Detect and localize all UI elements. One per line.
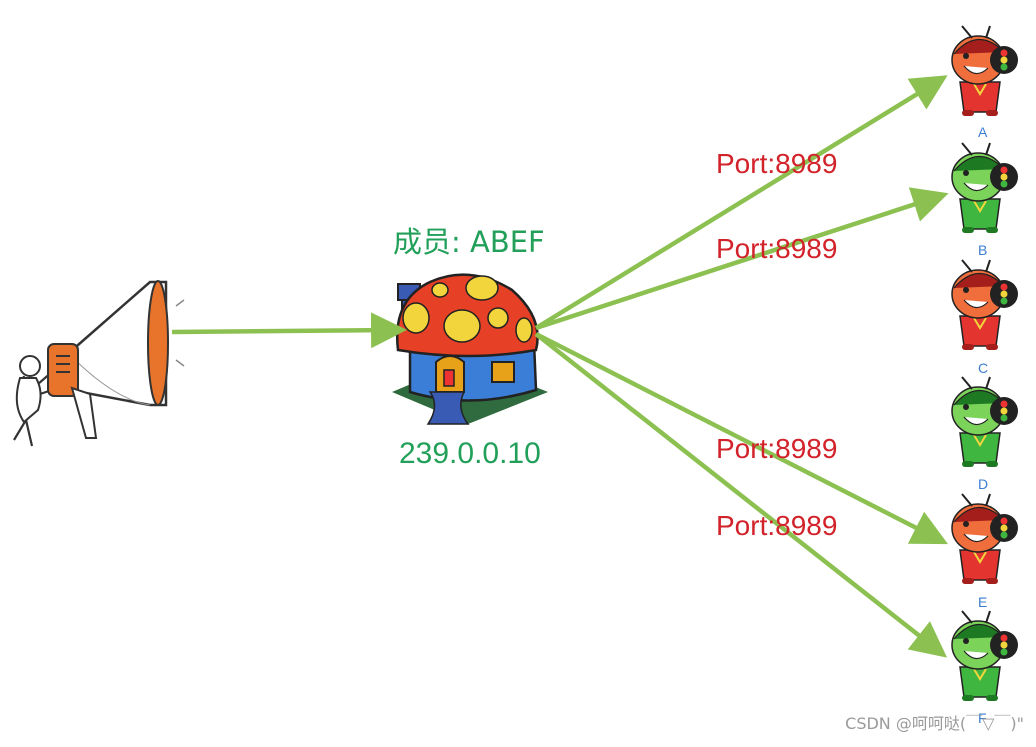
port-label-f: Port:8989 — [716, 510, 838, 541]
group-address-label: 239.0.0.10 — [399, 437, 541, 470]
receiver-b-icon — [951, 142, 1018, 233]
receiver-letter-a: A — [978, 124, 988, 140]
receivers — [951, 25, 1018, 701]
arrow-sender-to-group — [171, 312, 407, 349]
receiver-a-icon — [951, 25, 1018, 116]
port-label-e: Port:8989 — [716, 433, 838, 464]
megaphone-sender-icon — [13, 280, 188, 447]
receiver-c-icon — [951, 259, 1018, 350]
receiver-letter-e: E — [978, 594, 988, 610]
receiver-letter-d: D — [978, 476, 989, 492]
arrows — [171, 75, 949, 658]
receiver-letter-f: F — [978, 710, 987, 726]
watermark: CSDN @呵呵哒(￣▽￣)" — [845, 714, 1024, 733]
arrow-group-to-e — [534, 331, 949, 545]
receiver-f-icon — [951, 610, 1018, 701]
arrow-group-to-f — [534, 332, 948, 658]
receiver-letter-b: B — [978, 242, 988, 258]
receiver-letter-c: C — [978, 360, 989, 376]
receiver-d-icon — [951, 376, 1018, 467]
arrow-group-to-b — [535, 187, 949, 331]
multicast-group-house-icon — [392, 273, 548, 425]
port-label-a: Port:8989 — [716, 148, 838, 179]
receiver-e-icon — [951, 493, 1018, 584]
arrow-group-to-a — [534, 75, 948, 330]
port-label-b: Port:8989 — [716, 233, 838, 264]
group-members-label: 成员: ABEF — [393, 225, 545, 259]
